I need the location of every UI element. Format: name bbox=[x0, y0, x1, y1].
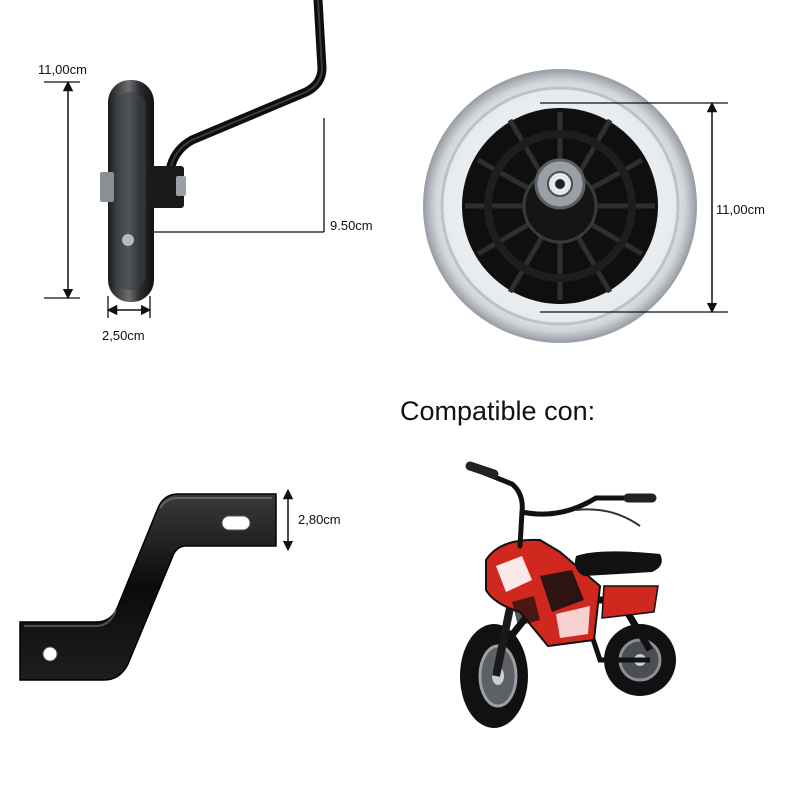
bracket-height-label: 2,80cm bbox=[298, 512, 341, 527]
wheel-width-dimension bbox=[106, 296, 152, 318]
arm-height-label: 9.50cm bbox=[330, 218, 373, 233]
compatible-title: Compatible con: bbox=[400, 396, 596, 426]
wheel-diameter-dimension bbox=[540, 101, 728, 314]
training-wheel-side-view bbox=[100, 0, 327, 302]
wheel-front-view bbox=[423, 69, 697, 343]
wheel-diameter-label: 11,00cm bbox=[716, 202, 765, 217]
mounting-bracket bbox=[19, 493, 277, 681]
wheel-width-label: 2,50cm bbox=[102, 328, 145, 343]
arm-height-dimension bbox=[150, 118, 325, 233]
wheel-height-label: 11,00cm bbox=[38, 62, 87, 77]
wheel-height-dimension bbox=[44, 80, 80, 300]
mini-motorbike bbox=[460, 461, 676, 728]
